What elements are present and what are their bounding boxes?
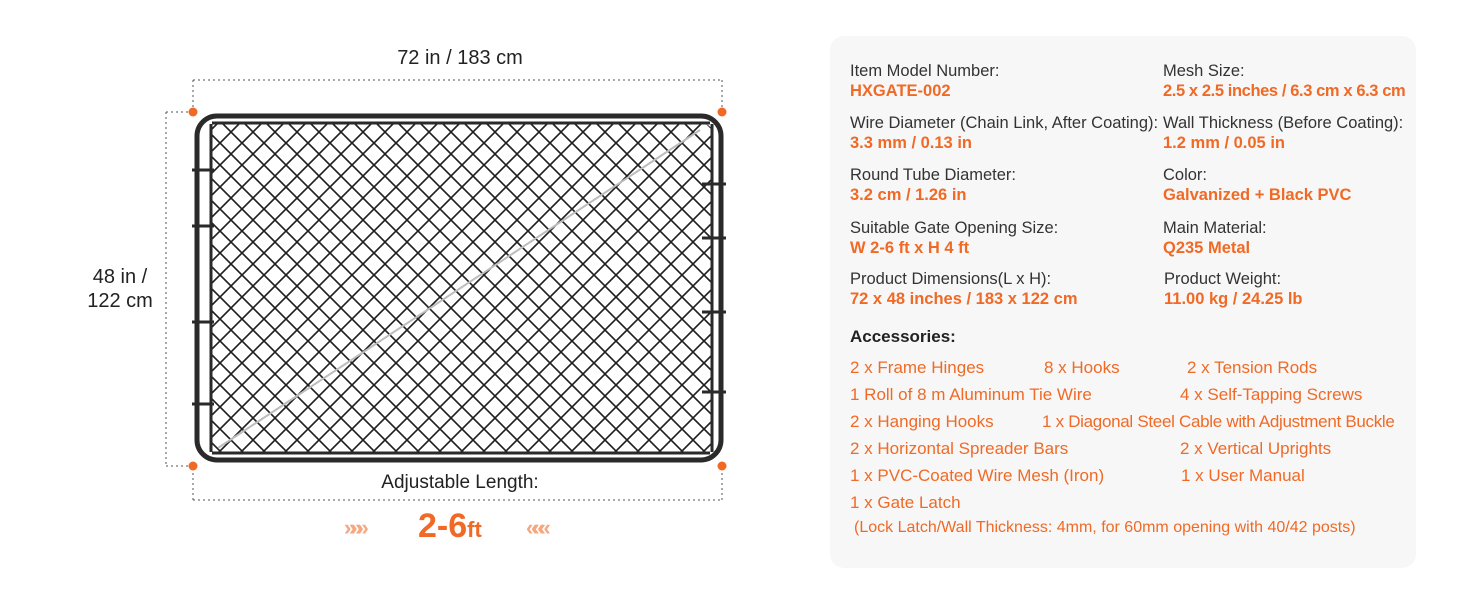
latch-note: (Lock Latch/Wall Thickness: 4mm, for 60m… (854, 519, 1356, 536)
tension-bands (192, 168, 726, 406)
adjustable-dimension-line (192, 468, 723, 501)
spec-label: Product Weight: (1164, 270, 1282, 288)
spec-weight: Product Weight: 11.00 kg / 24.25 lb (1164, 269, 1303, 309)
spec-value: Q235 Metal (1163, 239, 1251, 257)
accessories-title: Accessories: (850, 327, 956, 346)
adjustable-length-value: »»» 2-6ft ««« (338, 505, 588, 549)
spec-label: Mesh Size: (1163, 62, 1245, 80)
height-label: 48 in / 122 cm (70, 265, 170, 313)
height-label-line2: 122 cm (87, 290, 153, 312)
width-label: 72 in / 183 cm (397, 47, 523, 69)
accessory-item: 4 x Self-Tapping Screws (1180, 385, 1363, 404)
spec-model: Item Model Number: HXGATE-002 (850, 61, 999, 101)
spec-value: 11.00 kg / 24.25 lb (1164, 290, 1303, 308)
accessory-item: 1 x User Manual (1181, 466, 1305, 485)
spec-mesh: Mesh Size: 2.5 x 2.5 inches / 6.3 cm x 6… (1163, 61, 1406, 101)
adjustable-range: 2-6ft (418, 507, 482, 546)
spec-wall: Wall Thickness (Before Coating): 1.2 mm … (1163, 113, 1403, 153)
adjustable-length-label: Adjustable Length: (381, 472, 539, 493)
accessory-item: 2 x Tension Rods (1187, 358, 1318, 377)
accessory-item: 2 x Vertical Uprights (1180, 439, 1332, 458)
adjustable-range-number: 2-6 (418, 507, 468, 545)
spec-label: Color: (1163, 166, 1208, 184)
accessory-item: 8 x Hooks (1044, 358, 1120, 377)
spec-label: Wall Thickness (Before Coating): (1163, 114, 1404, 132)
spec-opening: Suitable Gate Opening Size: W 2-6 ft x H… (850, 218, 1058, 258)
accessory-item: 1 x PVC-Coated Wire Mesh (Iron) (850, 466, 1105, 485)
arrow-left-icon: ««« (526, 515, 551, 540)
spec-label: Product Dimensions(L x H): (850, 270, 1052, 288)
spec-product-dimensions: Product Dimensions(L x H): 72 x 48 inche… (850, 269, 1078, 309)
corner-marker (188, 461, 198, 471)
spec-value: HXGATE-002 (850, 82, 951, 100)
spec-value: 3.2 cm / 1.26 in (850, 186, 967, 204)
spec-value: 72 x 48 inches / 183 x 122 cm (850, 290, 1078, 308)
spec-label: Main Material: (1163, 219, 1267, 237)
spec-value: 1.2 mm / 0.05 in (1163, 134, 1285, 152)
accessory-item: 1 Roll of 8 m Aluminum Tie Wire (850, 385, 1092, 404)
spec-label: Round Tube Diameter: (850, 166, 1017, 184)
spec-material: Main Material: Q235 Metal (1163, 218, 1267, 258)
accessory-item: 2 x Hanging Hooks (850, 412, 994, 431)
arrow-right-icon: »»» (344, 515, 369, 540)
spec-label: Suitable Gate Opening Size: (850, 219, 1059, 237)
accessory-item: 2 x Horizontal Spreader Bars (850, 439, 1069, 458)
corner-marker (717, 461, 727, 471)
spec-value: W 2-6 ft x H 4 ft (850, 239, 970, 257)
corner-marker (188, 107, 198, 117)
spec-tube: Round Tube Diameter: 3.2 cm / 1.26 in (850, 165, 1016, 205)
spec-label: Wire Diameter (Chain Link, After Coating… (850, 114, 1159, 132)
adjustable-range-unit: ft (467, 517, 482, 542)
accessory-item: 1 x Diagonal Steel Cable with Adjustment… (1042, 412, 1395, 431)
spec-panel (830, 36, 1416, 568)
spec-wire: Wire Diameter (Chain Link, After Coating… (850, 113, 1158, 153)
spec-value: Galvanized + Black PVC (1163, 186, 1352, 204)
spec-value: 2.5 x 2.5 inches / 6.3 cm x 6.3 cm (1163, 82, 1406, 100)
spec-value: 3.3 mm / 0.13 in (850, 134, 972, 152)
height-label-line1: 48 in / (92, 266, 148, 288)
spec-label: Item Model Number: (850, 62, 1000, 80)
height-dimension-line (165, 111, 192, 467)
accessory-item: 2 x Frame Hinges (850, 358, 985, 377)
gate-outer-frame (194, 113, 724, 463)
diagonal-cable (217, 129, 701, 449)
accessory-item: 1 x Gate Latch (850, 493, 961, 512)
spec-color: Color: Galvanized + Black PVC (1163, 165, 1351, 205)
width-dimension-line (192, 79, 723, 112)
corner-marker (717, 107, 727, 117)
